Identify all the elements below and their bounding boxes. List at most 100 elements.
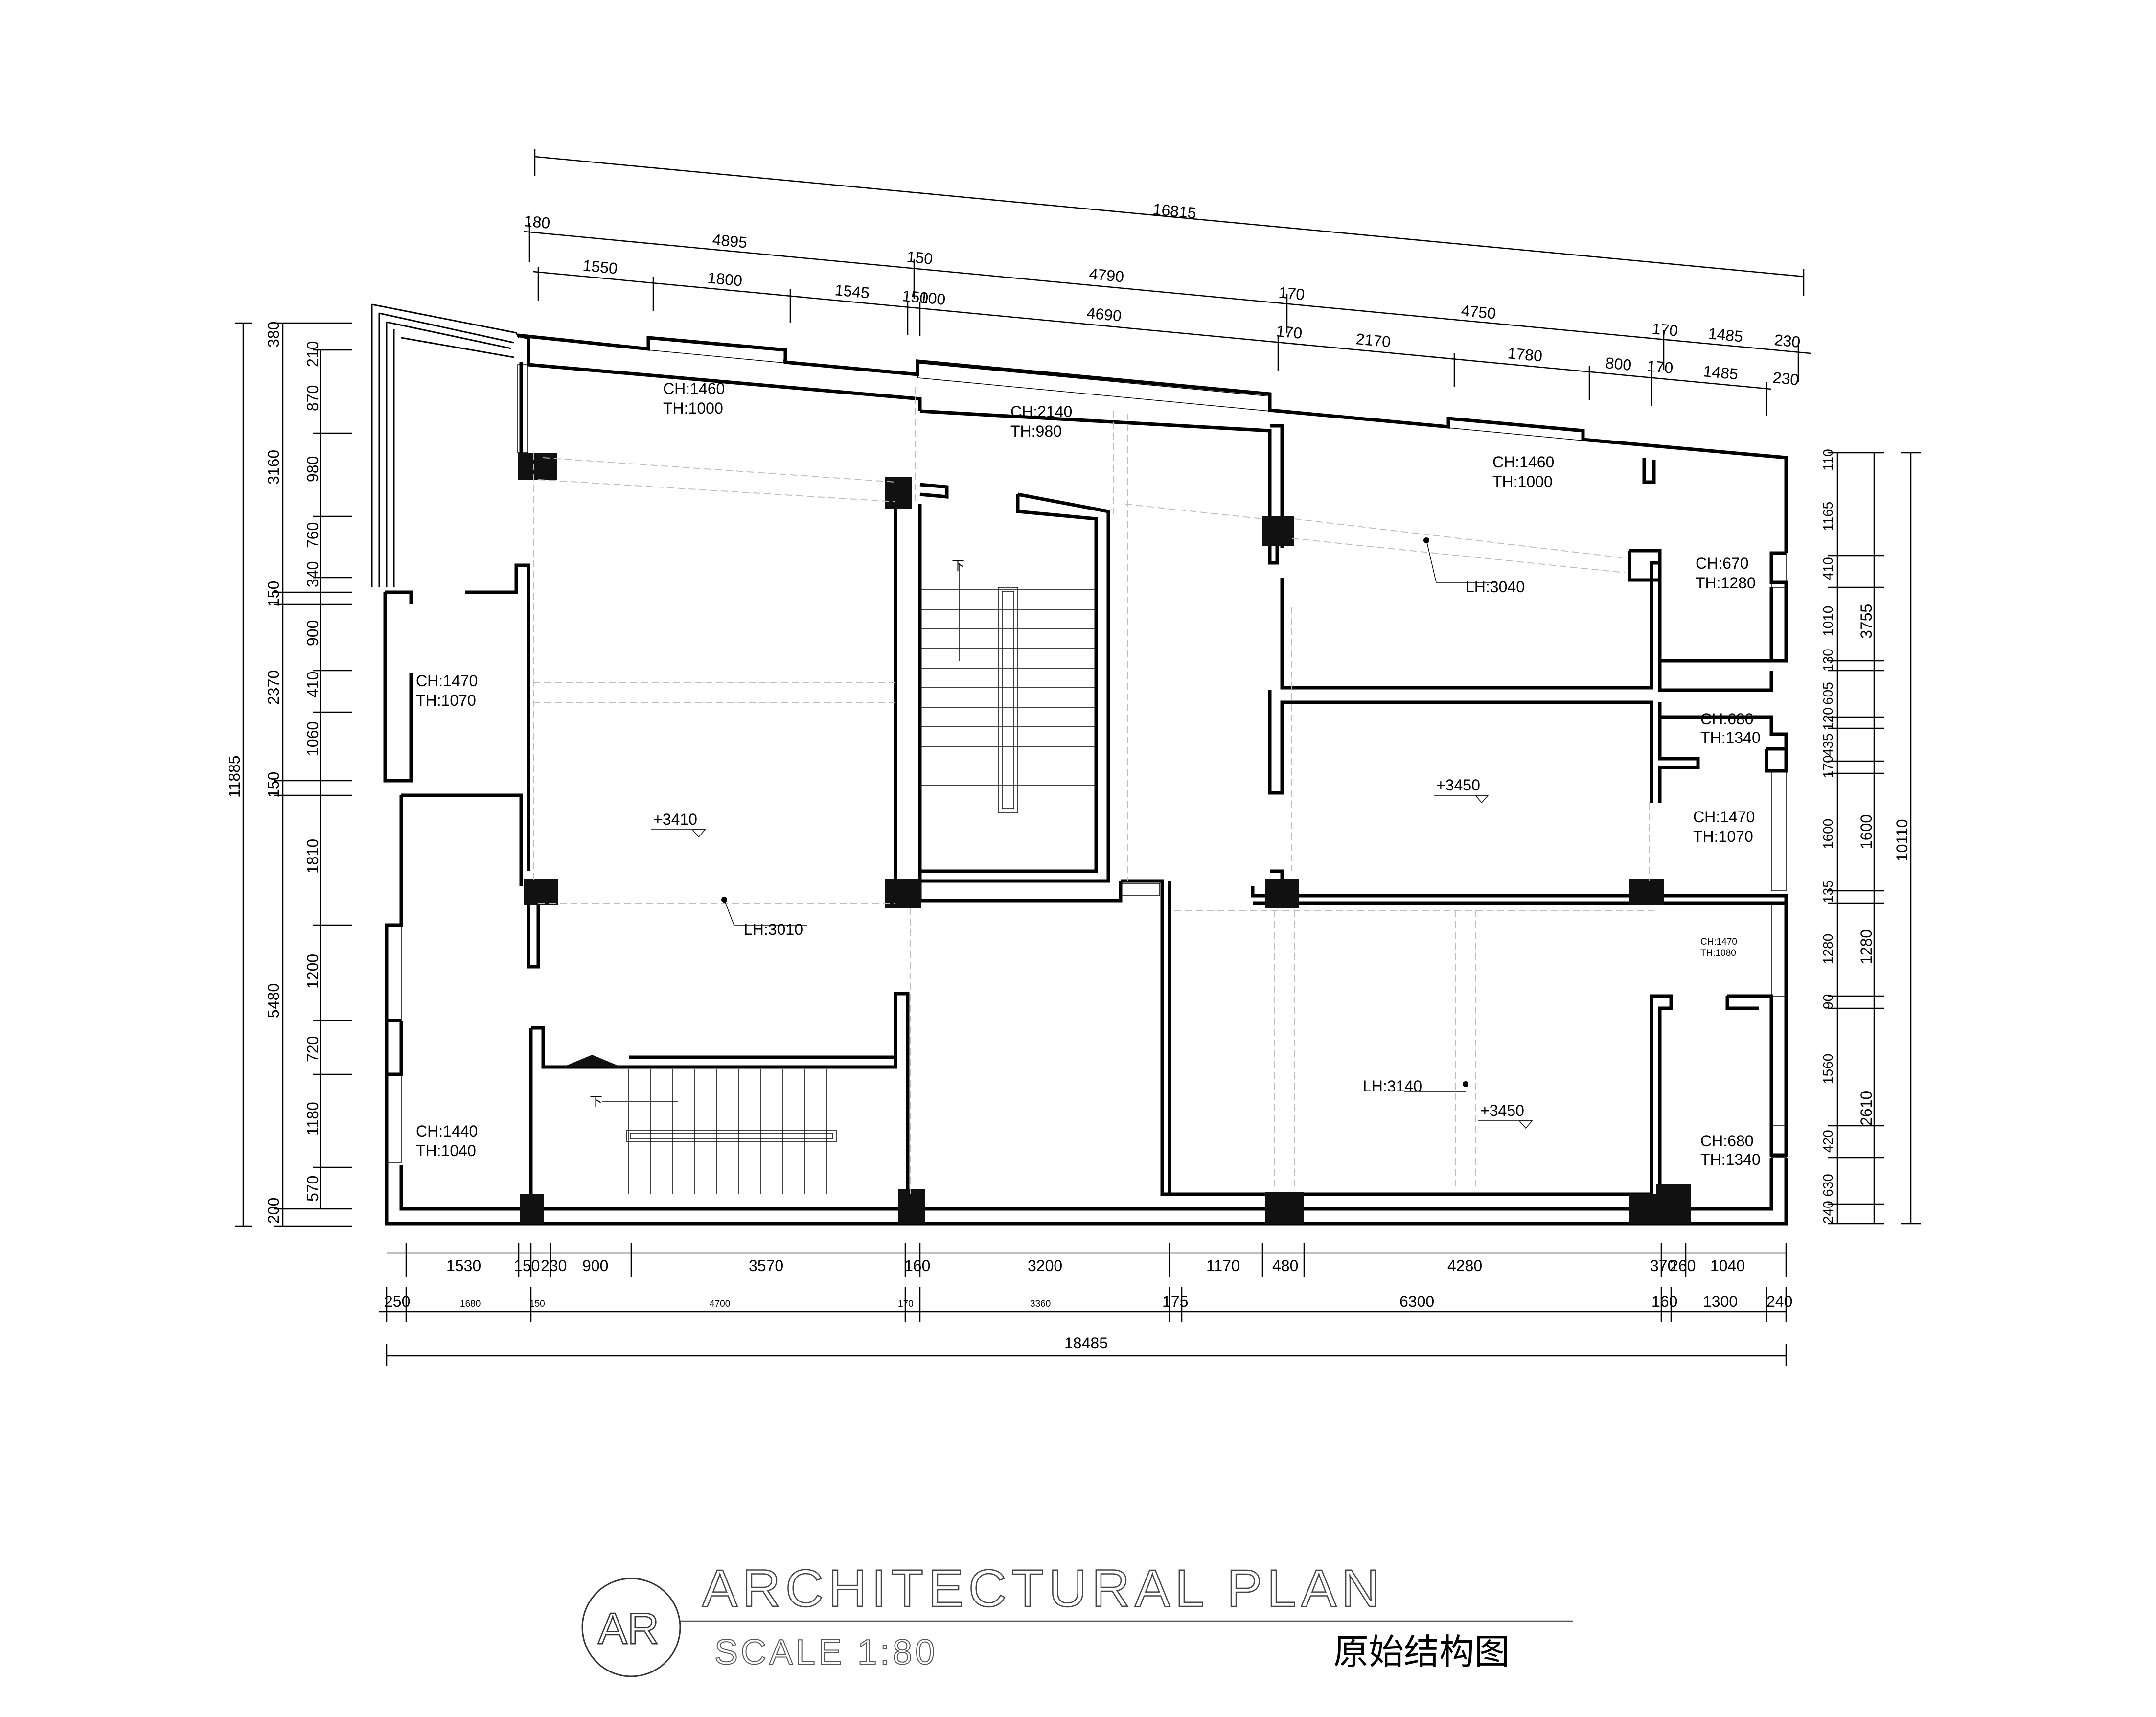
dim-right-r2-3: 2610 xyxy=(1858,1091,1875,1126)
dim-top-r2-3: 150 xyxy=(901,287,929,307)
dim-top-r1-1: 4895 xyxy=(711,231,748,252)
dim-top-r2-4: 100 xyxy=(918,288,946,308)
dim-top-r1-3: 4790 xyxy=(1088,265,1124,286)
level-right-1: +3450 xyxy=(1436,776,1480,794)
dim-top-r2-5: 4690 xyxy=(1086,304,1122,325)
dim-top-r2-7: 2170 xyxy=(1355,330,1391,351)
th-window-right-5: TH:1340 xyxy=(1700,1151,1761,1168)
ch-window-right-5: CH:680 xyxy=(1700,1132,1754,1150)
dim-left-r2-8: 1810 xyxy=(304,839,321,874)
lh-right-bottom: LH:3140 xyxy=(1363,1077,1422,1095)
window-annotations: CH:1460 TH:1000 CH:2140 TH:980 CH:1460 T… xyxy=(416,380,1761,1168)
dim-right-r1-13: 1560 xyxy=(1820,1054,1835,1084)
dim-right-r1-10: 135 xyxy=(1820,880,1835,903)
lh-left: LH:3010 xyxy=(744,921,803,938)
dim-right-r1-14: 420 xyxy=(1820,1130,1835,1153)
dim-bottom-r2-4: 170 xyxy=(898,1299,914,1309)
dim-bottom-overall: 18485 xyxy=(1064,1334,1108,1352)
dim-bottom-r2-2: 150 xyxy=(529,1299,545,1309)
th-window-top-mid: TH:980 xyxy=(1010,422,1062,440)
ch-window-right-2: CH:680 xyxy=(1700,710,1754,728)
dim-right-r1-4: 130 xyxy=(1820,649,1835,672)
dim-bottom-r1-2: 230 xyxy=(541,1257,567,1275)
right-dimension-chains: 10110 110 1165 410 1010 130 605 120 435 … xyxy=(1820,449,1921,1225)
th-window-right-2: TH:1340 xyxy=(1700,729,1761,746)
ceiling-height-markers: LH:3010 LH:3040 LH:3140 xyxy=(721,537,1525,1095)
dim-bottom-r1-7: 1170 xyxy=(1206,1257,1240,1275)
ch-window-top-mid: CH:2140 xyxy=(1010,403,1072,420)
stairs-upper: 下 xyxy=(920,559,1096,813)
dim-left-r2-6: 410 xyxy=(304,672,321,697)
dim-right-r1-8: 170 xyxy=(1820,755,1835,778)
dim-left-r2-7: 1060 xyxy=(304,721,321,756)
dim-left-r2-4: 340 xyxy=(304,561,321,587)
dim-right-r1-15: 630 xyxy=(1820,1174,1835,1197)
dim-right-r1-6: 120 xyxy=(1820,707,1835,730)
dim-right-r1-1: 1165 xyxy=(1820,502,1835,531)
th-window-left-1: TH:1070 xyxy=(416,692,476,709)
dim-bottom-r1-9: 4280 xyxy=(1447,1257,1482,1275)
plan-scale: SCALE 1:80 xyxy=(714,1633,938,1672)
dim-bottom-r2-8: 160 xyxy=(1651,1293,1677,1310)
dim-right-r1-2: 410 xyxy=(1820,557,1835,580)
dim-top-overall: 16815 xyxy=(1152,200,1197,222)
dim-bottom-r1-6: 3200 xyxy=(1028,1257,1062,1275)
stair-down-label-2: 下 xyxy=(590,1095,602,1110)
dim-top-r2-1: 1800 xyxy=(707,269,743,290)
ch-window-left-2: CH:1440 xyxy=(416,1122,478,1140)
dim-bottom-r2-3: 4700 xyxy=(710,1299,730,1309)
dim-left-r1-5: 5480 xyxy=(265,983,282,1018)
dim-top-r2-6: 170 xyxy=(1275,322,1303,342)
dim-bottom-r1-1: 150 xyxy=(514,1257,540,1275)
dim-left-r1-6: 200 xyxy=(265,1198,282,1224)
dim-right-r1-5: 605 xyxy=(1820,682,1835,705)
th-window-right-4: TH:1080 xyxy=(1700,948,1736,958)
ch-window-left-1: CH:1470 xyxy=(416,672,478,690)
level-markers: +3410 +3450 +3450 xyxy=(651,776,1533,1129)
ch-window-right-1: CH:670 xyxy=(1696,555,1749,572)
dim-bottom-r1-11: 260 xyxy=(1670,1257,1696,1275)
ch-window-top-right: CH:1460 xyxy=(1492,453,1554,471)
dim-right-r2-0: 3755 xyxy=(1858,604,1875,639)
dim-top-r1-6: 170 xyxy=(1651,320,1679,340)
dim-bottom-r2-10: 240 xyxy=(1766,1293,1792,1310)
dim-left-r1-2: 150 xyxy=(265,581,282,607)
stair-down-label-1: 下 xyxy=(952,559,964,574)
dim-left-r1-0: 380 xyxy=(265,322,282,348)
dim-top-r2-12: 230 xyxy=(1772,369,1800,389)
ch-window-right-3: CH:1470 xyxy=(1693,808,1755,826)
th-window-right-3: TH:1070 xyxy=(1693,828,1753,845)
ch-window-top-left: CH:1460 xyxy=(663,380,725,397)
lh-right-top: LH:3040 xyxy=(1466,578,1525,596)
th-window-left-2: TH:1040 xyxy=(416,1142,476,1160)
th-window-right-1: TH:1280 xyxy=(1696,574,1756,592)
dim-left-r2-3: 760 xyxy=(304,522,321,548)
dim-right-r1-11: 1280 xyxy=(1820,934,1835,964)
dim-left-r1-3: 2370 xyxy=(265,670,282,705)
dim-left-r2-9: 1200 xyxy=(304,954,321,989)
th-window-top-right: TH:1000 xyxy=(1492,473,1553,490)
dim-top-r1-0: 180 xyxy=(523,212,551,232)
dim-left-r2-0: 210 xyxy=(304,341,321,367)
title-block: AR ARCHITECTURAL PLAN SCALE 1:80 原始结构图 xyxy=(581,1558,1573,1677)
dim-top-r2-11: 1485 xyxy=(1702,362,1739,383)
ar-badge-circle xyxy=(581,1578,681,1677)
dim-bottom-r1-4: 3570 xyxy=(749,1257,783,1275)
dim-bottom-r2-6: 175 xyxy=(1162,1293,1188,1310)
ar-badge: AR xyxy=(598,1604,659,1653)
dim-bottom-r2-9: 1300 xyxy=(1703,1293,1738,1310)
dim-top-r2-2: 1545 xyxy=(834,281,870,302)
stairs-lower: 下 xyxy=(590,1069,837,1194)
dim-right-overall: 10110 xyxy=(1893,819,1911,861)
left-dimension-chains: 11885 380 3160 150 2370 150 5480 200 210… xyxy=(226,322,352,1227)
dim-bottom-r1-10: 370 xyxy=(1650,1257,1676,1275)
dim-right-r1-0: 110 xyxy=(1820,449,1835,471)
dim-left-r2-12: 570 xyxy=(304,1176,321,1202)
dim-top-r1-8: 230 xyxy=(1773,331,1801,351)
dim-left-r2-1: 870 xyxy=(304,385,321,411)
dim-left-overall: 11885 xyxy=(226,755,243,798)
dim-bottom-r1-8: 480 xyxy=(1272,1257,1298,1275)
structural-columns xyxy=(518,453,1691,1224)
dim-right-r1-9: 1600 xyxy=(1820,819,1835,849)
ch-window-right-4: CH:1470 xyxy=(1700,937,1737,947)
